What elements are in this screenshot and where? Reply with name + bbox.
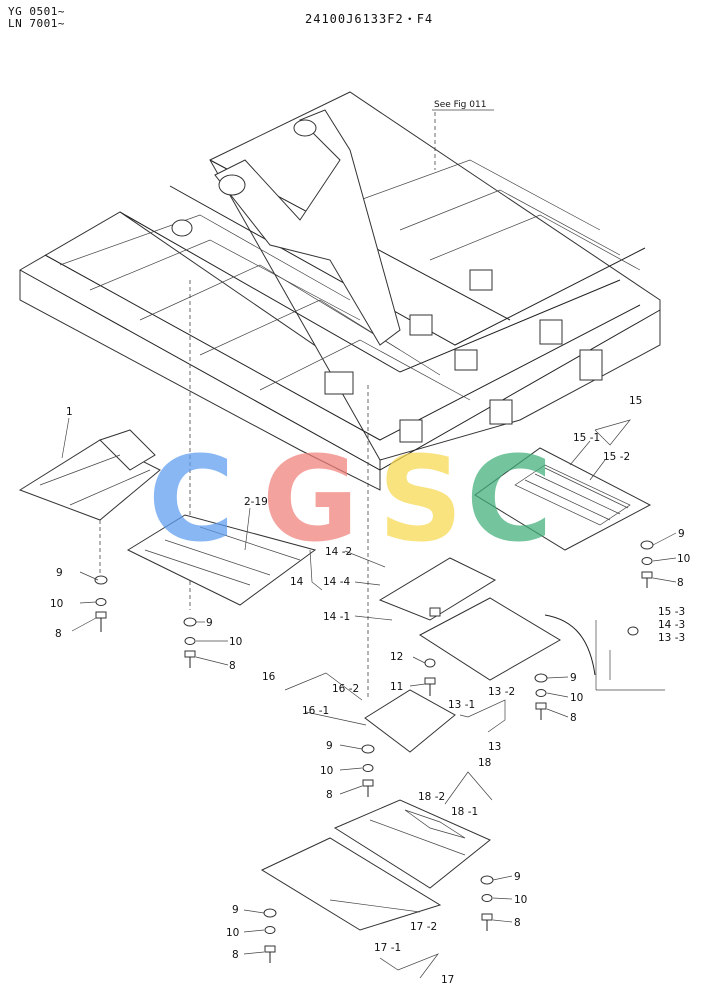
label-part-13-1: 13 -1 [448, 699, 475, 711]
cover-plate-13 [419, 597, 665, 691]
cover-plate-14 [378, 557, 497, 621]
label-part-13: 13 [488, 741, 501, 753]
watermark-letter: C [466, 430, 553, 568]
cover-plate-17 [260, 837, 442, 931]
label-part-12: 12 [390, 651, 403, 663]
fastener-stack-4 [534, 673, 548, 720]
label-bolt-8: 8 [570, 712, 577, 724]
fastener-stack-1 [94, 575, 108, 632]
label-part-16-2: 16 -2 [332, 683, 359, 695]
label-part-16-1: 16 -1 [302, 705, 329, 717]
label-part-14-4: 14 -4 [323, 576, 350, 588]
cover-plate-1 [18, 429, 161, 575]
watermark-letter: C [148, 430, 235, 568]
label-nut-9: 9 [678, 528, 685, 540]
cover-plate-16 [364, 689, 456, 753]
label-nut-9: 9 [514, 871, 521, 883]
label-washer-10: 10 [570, 692, 583, 704]
label-washer-10: 10 [226, 927, 239, 939]
cover-plate-2-19 [126, 514, 317, 606]
label-bolt-8: 8 [55, 628, 62, 640]
label-nut-9: 9 [206, 617, 213, 629]
label-part-18-1: 18 -1 [451, 806, 478, 818]
label-part-14-2: 14 -2 [325, 546, 352, 558]
cover-plate-15 [474, 447, 652, 551]
label-bolt-8: 8 [677, 577, 684, 589]
label-bolt-8: 8 [326, 789, 333, 801]
label-part-2-19: 2-19 [244, 496, 268, 508]
label-bolt-8: 8 [514, 917, 521, 929]
label-washer-10: 10 [229, 636, 242, 648]
fastener-stack-2 [183, 617, 197, 668]
label-part-17: 17 [441, 974, 454, 986]
label-part-13-2: 13 -2 [488, 686, 515, 698]
label-part-15: 15 [629, 395, 642, 407]
label-bolt-8: 8 [229, 660, 236, 672]
label-part-14-1: 14 -1 [323, 611, 350, 623]
label-nut-9: 9 [570, 672, 577, 684]
label-part-15-3: 15 -3 [658, 606, 685, 618]
label-part-15-1: 15 -1 [573, 432, 600, 444]
fastener-stack-5 [361, 744, 375, 797]
label-part-1: 1 [66, 406, 73, 418]
watermark-letter: G [262, 430, 359, 568]
label-part-14-3: 14 -3 [658, 619, 685, 631]
label-nut-9: 9 [232, 904, 239, 916]
label-part-11: 11 [390, 681, 403, 693]
fastener-stack-7 [263, 908, 277, 963]
label-nut-9: 9 [56, 567, 63, 579]
leader-lines [61, 417, 677, 979]
label-part-18-2: 18 -2 [418, 791, 445, 803]
label-part-17-1: 17 -1 [374, 942, 401, 954]
label-washer-10: 10 [320, 765, 333, 777]
watermark-cgsc: C G S C [148, 430, 553, 568]
label-washer-10: 10 [514, 894, 527, 906]
upper-frame-drawing [19, 91, 661, 491]
label-part-17-2: 17 -2 [410, 921, 437, 933]
label-part-14: 14 [290, 576, 304, 588]
label-washer-10: 10 [50, 598, 63, 610]
label-part-18: 18 [478, 757, 491, 769]
cover-plate-18 [333, 799, 491, 889]
label-part-13-3: 13 -3 [658, 632, 685, 644]
label-part-16: 16 [262, 671, 276, 683]
fastener-stack-6 [480, 875, 494, 931]
label-bolt-8: 8 [232, 949, 239, 961]
figure-part-code: 24100J6133F2・F4 [305, 12, 434, 26]
label-part-15-2: 15 -2 [603, 451, 630, 463]
serial-range-yg: YG 0501~ [8, 5, 65, 18]
label-washer-10: 10 [677, 553, 690, 565]
fastener-stack-3 [640, 540, 654, 588]
serial-range-ln: LN 7001~ [8, 17, 65, 30]
watermark-letter: S [378, 430, 463, 568]
see-fig-reference: See Fig 011 [434, 100, 486, 110]
label-nut-9: 9 [326, 740, 333, 752]
